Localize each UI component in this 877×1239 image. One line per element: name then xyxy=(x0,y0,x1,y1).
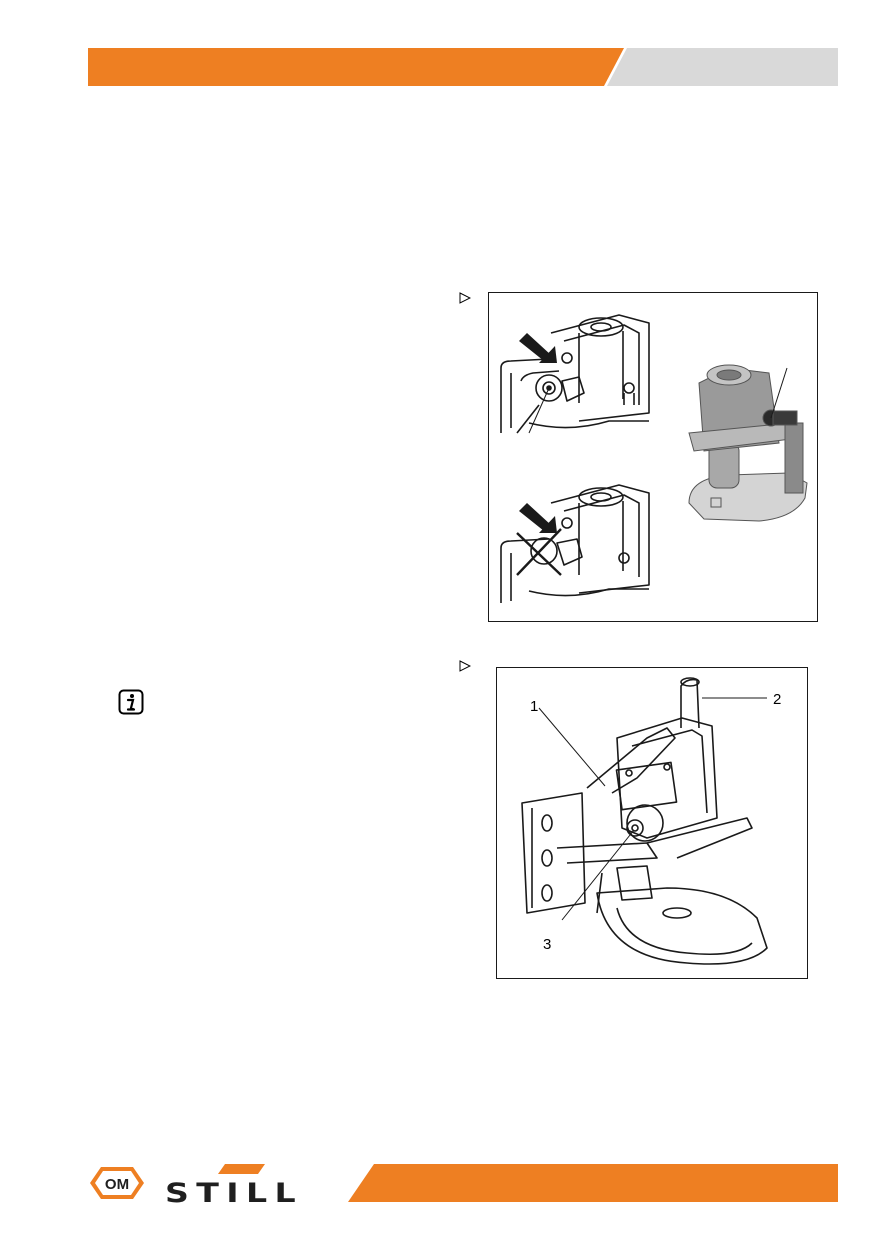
hitch-illustration: 1 2 3 xyxy=(521,677,781,965)
info-icon xyxy=(118,689,144,715)
callout-2: 2 xyxy=(773,691,781,708)
om-logo-text: OM xyxy=(105,1176,129,1193)
footer-bar xyxy=(348,1164,838,1202)
callout-3: 3 xyxy=(543,936,551,953)
still-logo-text: STILL xyxy=(165,1178,303,1206)
header-bar xyxy=(88,48,838,86)
figure-marker-icon xyxy=(459,292,471,304)
om-logo: OM xyxy=(90,1167,144,1199)
figure-coupling-pin-check xyxy=(488,292,818,622)
figure-hitch-callouts: 1 2 3 xyxy=(496,667,808,979)
figure-marker-icon xyxy=(459,660,471,672)
callout-1: 1 xyxy=(530,698,538,715)
still-logo: STILL xyxy=(165,1164,303,1206)
coupling-illustration xyxy=(500,314,808,603)
